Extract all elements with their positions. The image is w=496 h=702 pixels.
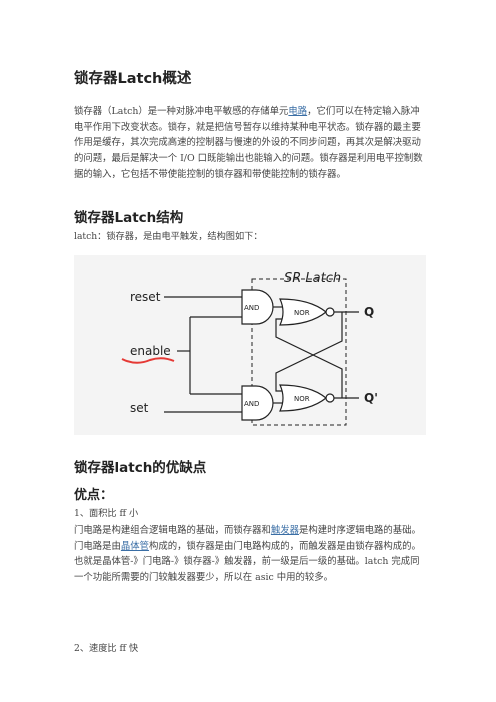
overview-text-1: 锁存器（Latch）是一种对脉冲电平敏感的存储单元 bbox=[74, 106, 289, 117]
link-circuit[interactable]: 电路 bbox=[288, 106, 308, 117]
section-title-structure: 锁存器Latch结构 bbox=[74, 210, 184, 226]
sr-latch-svg: SR Latch reset enable set AND AND bbox=[121, 271, 378, 426]
latch-title: SR Latch bbox=[284, 271, 341, 286]
nor-gate-top-label: NOR bbox=[294, 309, 310, 317]
output-label-q-prime: Q' bbox=[364, 391, 378, 405]
section-title-pros-cons: 锁存器latch的优缺点 bbox=[74, 460, 207, 476]
advantage-item-2: 2、速度比 ff 快 bbox=[74, 643, 139, 654]
advantages-text-1: 门电路是构建组合逻辑电路的基础，而锁存器和 bbox=[74, 525, 271, 536]
latch-boundary-box bbox=[251, 278, 347, 426]
link-transistor[interactable]: 晶体管 bbox=[120, 540, 150, 552]
nor-gate-top bbox=[279, 298, 327, 326]
feedback-wire-q-prime bbox=[275, 318, 343, 398]
overview-text-2: ，它们可以在特定输入脉冲电平作用下改变状态。锁存，就是把信号暂存以维持某种电平状… bbox=[74, 106, 423, 180]
red-underline-mark bbox=[121, 357, 175, 364]
input-label-enable: enable bbox=[130, 344, 171, 358]
and-gate-top bbox=[241, 289, 274, 325]
link-flip-flop[interactable]: 触发器 bbox=[270, 525, 300, 536]
output-label-q: Q bbox=[364, 305, 374, 319]
advantages-text-2: 是构建时序逻辑电路的基础。门电路是由 bbox=[74, 525, 421, 552]
advantages-paragraph: 门电路是构建组合逻辑电路的基础，而锁存器和触发器是构建时序逻辑电路的基础。门电路… bbox=[74, 523, 426, 586]
structure-description: latch：锁存器，是由电平触发，结构图如下： bbox=[74, 231, 263, 242]
overview-paragraph: 锁存器（Latch）是一种对脉冲电平敏感的存储单元电路，它们可以在特定输入脉冲电… bbox=[74, 104, 426, 183]
and-gate-top-label: AND bbox=[244, 304, 259, 312]
advantage-item-1: 1、面积比 ff 小 bbox=[74, 508, 139, 519]
sr-latch-diagram: SR Latch reset enable set AND AND bbox=[74, 255, 426, 435]
advantages-heading: 优点： bbox=[74, 488, 114, 503]
and-gate-bottom bbox=[241, 385, 274, 421]
nor-gate-bottom-label: NOR bbox=[294, 395, 310, 403]
and-gate-bottom-label: AND bbox=[244, 400, 259, 408]
input-label-set: set bbox=[130, 401, 149, 415]
feedback-wire-q bbox=[275, 312, 343, 392]
section-title-overview: 锁存器Latch概述 bbox=[74, 71, 192, 87]
advantages-text-3: 构成的，锁存器是由门电路构成的，而触发器是由锁存器构成的。也就是晶体管-》门电路… bbox=[74, 540, 421, 584]
nor-gate-bottom bbox=[279, 384, 327, 412]
input-label-reset: reset bbox=[130, 290, 161, 304]
